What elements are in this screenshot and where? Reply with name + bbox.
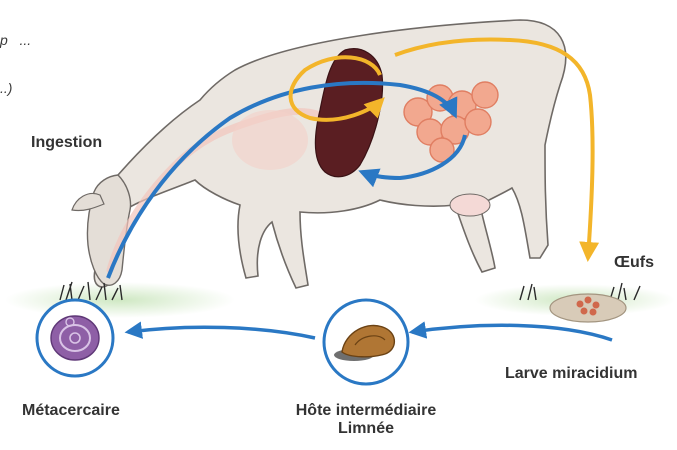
metacercaria-circle [37, 300, 113, 376]
label-intermediate-host: Hôte intermédiaire Limnée [268, 402, 464, 438]
egg-mound [550, 294, 626, 322]
label-metacercaria: Métacercaire [22, 402, 120, 420]
rumen [232, 110, 308, 170]
arrow-snail-to-metacercaria [128, 327, 315, 338]
label-host-line-2: Limnée [268, 420, 464, 438]
label-miracidium: Larve miracidium [505, 365, 638, 383]
caption: p ... ..) [0, 0, 31, 128]
cow [72, 20, 566, 288]
label-host-line-1: Hôte intermédiaire [268, 402, 464, 420]
snail-circle [324, 300, 408, 384]
caption-line-2: ..) [0, 80, 31, 96]
label-ingestion: Ingestion [31, 134, 102, 152]
cow-udder [450, 194, 490, 216]
caption-line-1: p ... [0, 32, 31, 48]
arrow-miracidium-to-snail [412, 325, 612, 340]
label-eggs: Œufs [614, 254, 654, 272]
